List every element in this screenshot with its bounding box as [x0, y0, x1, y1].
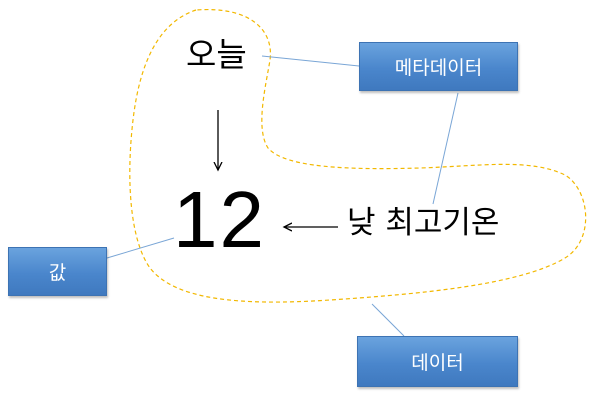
leader-outline-to-data — [371, 303, 405, 337]
value-number: 12 — [173, 175, 266, 264]
data-callout-box: 데이터 — [357, 336, 518, 387]
leader-measure-to-metadata — [432, 92, 459, 205]
metadata-callout-box: 메타데이터 — [359, 42, 518, 91]
measure-label: 낮 최고기온 — [347, 205, 500, 241]
leader-value-box-to-number — [106, 237, 175, 259]
leader-today-to-metadata — [261, 55, 360, 67]
today-label: 오늘 — [186, 35, 247, 74]
data-outline — [129, 8, 587, 303]
value-callout-box: 값 — [8, 247, 107, 296]
